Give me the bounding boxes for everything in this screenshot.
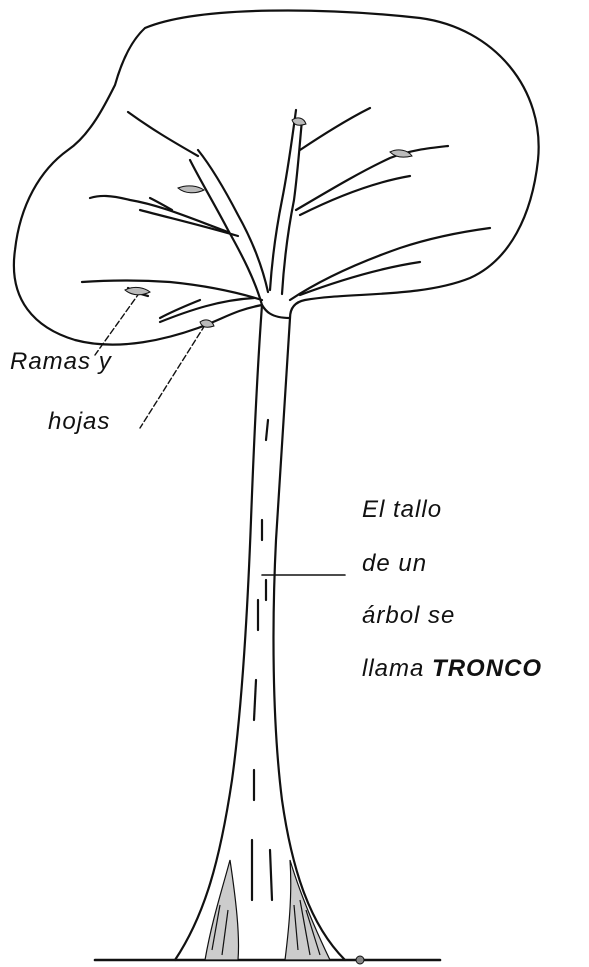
root-shade-right xyxy=(284,859,331,961)
root-hatch-3 xyxy=(293,904,299,951)
branch-center-b xyxy=(280,118,304,296)
trunk-texture-1 xyxy=(264,418,270,442)
label-trunk-line2: de un xyxy=(362,550,428,577)
trunk-left-edge xyxy=(173,303,264,962)
shade-joint-5 xyxy=(199,319,215,328)
branch-right-2 xyxy=(294,144,450,212)
label-trunk-line4: llama TRONCO xyxy=(362,657,542,681)
branch-left-5 xyxy=(158,296,256,324)
trunk-right-edge xyxy=(272,316,347,962)
root-hatch-1 xyxy=(211,904,221,951)
label-trunk-line3: árbol se xyxy=(362,602,456,629)
leader-branches-1 xyxy=(94,291,141,356)
root-hatch-4 xyxy=(299,899,311,956)
branch-left-3 xyxy=(138,208,240,238)
branch-low-left xyxy=(158,298,202,320)
label-trunk-line4-prefix: llama xyxy=(362,655,425,682)
label-branches-line2: hojas xyxy=(48,408,111,435)
branch-left-twig xyxy=(148,196,174,212)
branch-right-5 xyxy=(298,260,422,297)
root-hatch-5 xyxy=(305,909,321,956)
root-shade-left xyxy=(204,859,240,961)
shade-joint-3 xyxy=(291,117,307,126)
branch-right-1 xyxy=(298,106,372,152)
label-branches-line1: Ramas y xyxy=(10,348,112,375)
shade-joint-4 xyxy=(389,149,413,158)
label-trunk-emphasis: TRONCO xyxy=(432,655,543,682)
branch-center xyxy=(268,108,298,292)
root-hatch-2 xyxy=(221,909,229,956)
shade-joint-2 xyxy=(177,185,205,194)
branch-right-3 xyxy=(298,174,412,217)
branch-left-main xyxy=(188,158,264,307)
label-trunk-line1: El tallo xyxy=(362,496,443,523)
branch-left-4 xyxy=(80,279,264,302)
trunk-texture-4 xyxy=(252,678,258,722)
tree-crown-outline xyxy=(12,9,540,346)
shade-joint-1 xyxy=(124,286,151,296)
branch-left-2 xyxy=(88,194,230,234)
branch-right-4 xyxy=(288,226,492,302)
branch-left-1 xyxy=(126,110,200,158)
branch-left-main-b xyxy=(196,148,270,294)
trunk-texture-7 xyxy=(268,848,274,902)
leader-branches-2 xyxy=(139,324,206,429)
ground-pebble xyxy=(355,955,365,965)
